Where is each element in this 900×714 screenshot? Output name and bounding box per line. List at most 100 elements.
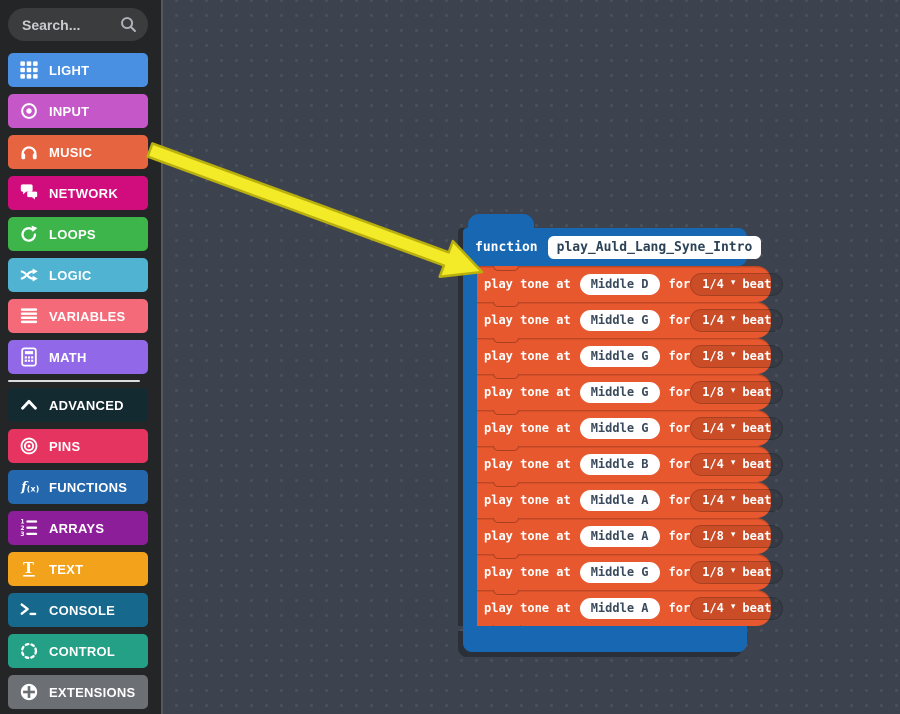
beat-label: beat <box>742 492 772 507</box>
duration-value: 1/8 <box>702 384 724 399</box>
duration-value: 1/4 <box>702 420 724 435</box>
play-tone-block[interactable]: play tone at Middle B for 1/4 ▾ beat <box>477 446 784 482</box>
sidebar-item-logic[interactable]: LOGIC <box>8 258 148 292</box>
sidebar-item-input[interactable]: INPUT <box>8 94 148 128</box>
grid-icon <box>19 60 39 80</box>
sidebar-item-arrays[interactable]: ARRAYS <box>8 511 148 545</box>
beat-label: beat <box>742 420 772 435</box>
block-notch <box>493 266 519 271</box>
sidebar-item-control[interactable]: CONTROL <box>8 634 148 668</box>
block-notch <box>493 482 519 487</box>
note-field[interactable]: Middle G <box>579 561 660 583</box>
target-rings-icon <box>19 436 39 456</box>
toolbox-sidebar: LIGHT INPUT MUSIC NETWORK LOOPS LOGIC <box>0 0 163 714</box>
play-tone-label: play tone at <box>484 277 571 291</box>
block-notch <box>493 518 519 523</box>
function-name-field[interactable]: play_Auld_Lang_Syne_Intro <box>547 235 762 259</box>
block-notch <box>493 410 519 415</box>
block-notch <box>493 446 519 451</box>
play-tone-block[interactable]: play tone at Middle G for 1/8 ▾ beat <box>477 554 784 590</box>
category-label: PINS <box>49 438 81 454</box>
dropdown-caret-icon: ▾ <box>730 422 736 432</box>
sidebar-item-pins[interactable]: PINS <box>8 429 148 463</box>
category-label: NETWORK <box>49 185 118 201</box>
dropdown-caret-icon: ▾ <box>730 458 736 468</box>
duration-dropdown[interactable]: 1/4 ▾ beat <box>690 596 784 620</box>
note-field[interactable]: Middle A <box>579 597 660 619</box>
circle-dot-icon <box>19 101 39 121</box>
sidebar-item-text[interactable]: TEXT <box>8 552 148 586</box>
note-field[interactable]: Middle G <box>579 417 660 439</box>
play-tone-block[interactable]: play tone at Middle G for 1/8 ▾ beat <box>477 338 784 374</box>
duration-dropdown[interactable]: 1/4 ▾ beat <box>690 488 784 512</box>
duration-value: 1/4 <box>702 312 724 327</box>
play-tone-block[interactable]: play tone at Middle A for 1/8 ▾ beat <box>477 518 784 554</box>
function-block-cap <box>468 214 534 232</box>
play-tone-block[interactable]: play tone at Middle A for 1/4 ▾ beat <box>477 590 784 626</box>
numbered-list-icon <box>19 518 39 538</box>
shuffle-icon <box>19 265 39 285</box>
sidebar-item-loops[interactable]: LOOPS <box>8 217 148 251</box>
play-tone-block[interactable]: play tone at Middle A for 1/4 ▾ beat <box>477 482 784 518</box>
block-notch <box>493 554 519 559</box>
play-tone-label: play tone at <box>484 493 571 507</box>
for-label: for <box>668 349 691 363</box>
chat-bubbles-icon <box>19 183 39 203</box>
for-label: for <box>668 313 691 327</box>
note-field[interactable]: Middle A <box>579 489 660 511</box>
sidebar-item-extensions[interactable]: EXTENSIONS <box>8 675 148 709</box>
for-label: for <box>668 277 691 291</box>
sidebar-item-variables[interactable]: VARIABLES <box>8 299 148 333</box>
play-tone-label: play tone at <box>484 529 571 543</box>
duration-value: 1/8 <box>702 528 724 543</box>
dropdown-caret-icon: ▾ <box>730 566 736 576</box>
play-tone-label: play tone at <box>484 457 571 471</box>
list-lines-icon <box>19 306 39 326</box>
for-label: for <box>668 421 691 435</box>
duration-value: 1/8 <box>702 564 724 579</box>
search-input[interactable] <box>8 8 148 41</box>
play-tone-block[interactable]: play tone at Middle G for 1/8 ▾ beat <box>477 374 784 410</box>
dotted-circle-icon <box>19 641 39 661</box>
note-field[interactable]: Middle G <box>579 381 660 403</box>
note-field[interactable]: Middle D <box>579 273 660 295</box>
sidebar-item-math[interactable]: MATH <box>8 340 148 374</box>
play-tone-block[interactable]: play tone at Middle G for 1/4 ▾ beat <box>477 410 784 446</box>
beat-label: beat <box>742 456 772 471</box>
sidebar-item-music[interactable]: MUSIC <box>8 135 148 169</box>
duration-dropdown[interactable]: 1/4 ▾ beat <box>690 272 784 296</box>
search-icon[interactable] <box>119 15 138 34</box>
sidebar-item-network[interactable]: NETWORK <box>8 176 148 210</box>
function-block-header[interactable]: function play_Auld_Lang_Syne_Intro <box>463 228 762 266</box>
terminal-icon <box>19 600 39 620</box>
text-t-icon <box>19 559 39 579</box>
duration-dropdown[interactable]: 1/8 ▾ beat <box>690 344 784 368</box>
note-field[interactable]: Middle B <box>579 453 660 475</box>
duration-dropdown[interactable]: 1/4 ▾ beat <box>690 416 784 440</box>
duration-dropdown[interactable]: 1/8 ▾ beat <box>690 560 784 584</box>
dropdown-caret-icon: ▾ <box>730 350 736 360</box>
duration-dropdown[interactable]: 1/4 ▾ beat <box>690 308 784 332</box>
duration-dropdown[interactable]: 1/8 ▾ beat <box>690 380 784 404</box>
sidebar-item-functions[interactable]: FUNCTIONS <box>8 470 148 504</box>
calculator-icon <box>19 347 39 367</box>
function-block[interactable]: function play_Auld_Lang_Syne_Intro play … <box>463 214 784 652</box>
sidebar-item-console[interactable]: CONSOLE <box>8 593 148 627</box>
play-tone-block[interactable]: play tone at Middle D for 1/4 ▾ beat <box>477 266 784 302</box>
for-label: for <box>668 601 691 615</box>
note-field[interactable]: Middle G <box>579 309 660 331</box>
for-label: for <box>668 565 691 579</box>
category-label: TEXT <box>49 561 84 577</box>
sidebar-item-light[interactable]: LIGHT <box>8 53 148 87</box>
duration-dropdown[interactable]: 1/8 ▾ beat <box>690 524 784 548</box>
play-tone-block[interactable]: play tone at Middle G for 1/4 ▾ beat <box>477 302 784 338</box>
sidebar-item-advanced[interactable]: ADVANCED <box>8 388 148 422</box>
category-label: FUNCTIONS <box>49 479 128 495</box>
beat-label: beat <box>742 600 772 615</box>
block-notch <box>493 338 519 343</box>
duration-dropdown[interactable]: 1/4 ▾ beat <box>690 452 784 476</box>
category-label: INPUT <box>49 103 90 119</box>
note-field[interactable]: Middle G <box>579 345 660 367</box>
note-field[interactable]: Middle A <box>579 525 660 547</box>
